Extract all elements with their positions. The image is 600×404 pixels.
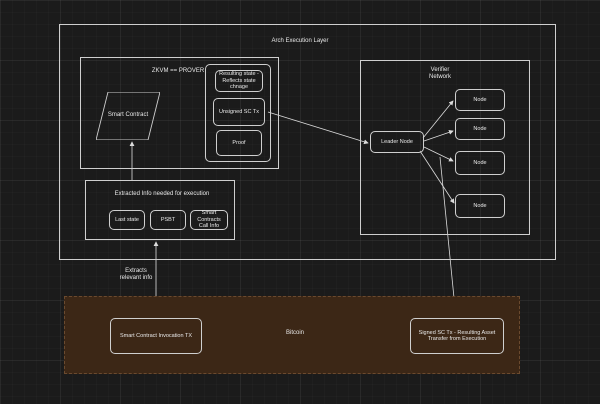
unsigned-sc-tx-box: Unsigned SC Tx (213, 98, 265, 126)
arrow-leader-to-signed (439, 156, 458, 319)
leader-node-box: Leader Node (370, 131, 424, 153)
extracts-relevant-info-label: Extracts relevant info (119, 268, 153, 281)
node-box-2: Node (455, 118, 505, 140)
verifier-network-frame (360, 60, 530, 235)
arrow-tx-to-leader (267, 111, 369, 145)
arrow-leader-node-2 (423, 130, 454, 142)
prover-output-group (205, 64, 271, 162)
bitcoin-title: Bitcoin (285, 330, 304, 336)
proof-box: Proof (216, 130, 262, 156)
extracted-info-frame (85, 180, 235, 240)
node-box-4: Node (455, 194, 505, 218)
resulting-state-box: Resulting state - Reflects state chnage (215, 70, 263, 92)
verifier-network-title: Verifier Network (428, 67, 451, 80)
extracted-info-title: Extracted Info needed for execution (114, 191, 210, 197)
arrow-leader-node-4 (419, 150, 455, 204)
execution-layer-frame (59, 24, 556, 260)
node-box-3: Node (455, 151, 505, 175)
invocation-tx-box: Smart Contract Invocation TX (110, 318, 202, 354)
arrow-leader-node-3 (423, 146, 454, 162)
zkvm-frame (80, 57, 279, 169)
smart-contracts-call-info-box: Smart Contracts Call Info (190, 210, 228, 230)
signed-sc-tx-box: Signed SC Tx - Resulting Asset Transfer … (410, 318, 504, 354)
psbt-box: PSBT (150, 210, 186, 230)
node-box-1: Node (455, 89, 505, 111)
last-state-box: Last state (109, 210, 145, 230)
execution-layer-title: Arch Execution Layer (271, 38, 329, 44)
smart-contract-label: Smart Contract (107, 112, 149, 118)
smart-contract-shape (96, 92, 160, 140)
arrow-leader-node-1 (422, 100, 454, 139)
zkvm-title: ZKVM == PROVER (151, 68, 205, 74)
